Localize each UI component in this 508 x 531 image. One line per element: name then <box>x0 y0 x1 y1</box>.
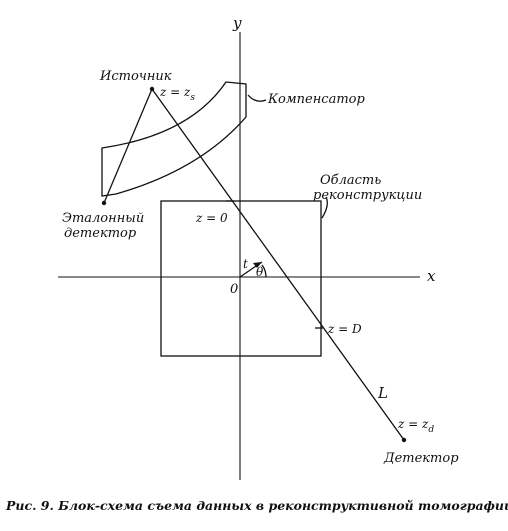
z-d-label: z = D <box>327 322 362 336</box>
compensator-label: Компенсатор <box>267 92 365 107</box>
source-z-subscript: s <box>190 93 195 103</box>
detector-z-subscript: d <box>428 425 434 435</box>
origin-label: 0 <box>230 282 238 297</box>
source-point <box>149 86 155 92</box>
figure-caption: Рис. 9. Блок-схема съема данных в реконс… <box>6 498 508 513</box>
ray-label: L <box>377 384 388 402</box>
source-label: Источник <box>99 69 172 84</box>
reference-beam-line <box>103 88 153 204</box>
reconstruction-region <box>160 200 322 357</box>
t-label: t <box>243 257 248 271</box>
detector-point <box>401 437 407 443</box>
source-z-label: z = zs <box>159 85 195 103</box>
compensator-leader <box>247 94 267 102</box>
ray-line <box>151 88 405 441</box>
detector-label: Детектор <box>383 451 459 466</box>
detector-z-label: z = zd <box>397 417 434 435</box>
y-axis-label: y <box>232 14 242 32</box>
region-label-line2: реконструкции <box>313 188 422 203</box>
region-leader <box>321 196 328 219</box>
reference-detector-label-line2: детектор <box>64 226 137 241</box>
z-zero-label: z = 0 <box>195 211 228 225</box>
reference-detector-point <box>101 200 107 206</box>
reference-detector-label-line1: Эталонный <box>62 211 144 226</box>
region-label-line1: Область <box>320 173 381 188</box>
theta-label: θ <box>256 265 264 279</box>
t-arrow-head <box>253 262 262 268</box>
x-axis-label: x <box>427 267 436 285</box>
compensator-shape <box>101 81 247 197</box>
theta-arc <box>261 264 267 278</box>
